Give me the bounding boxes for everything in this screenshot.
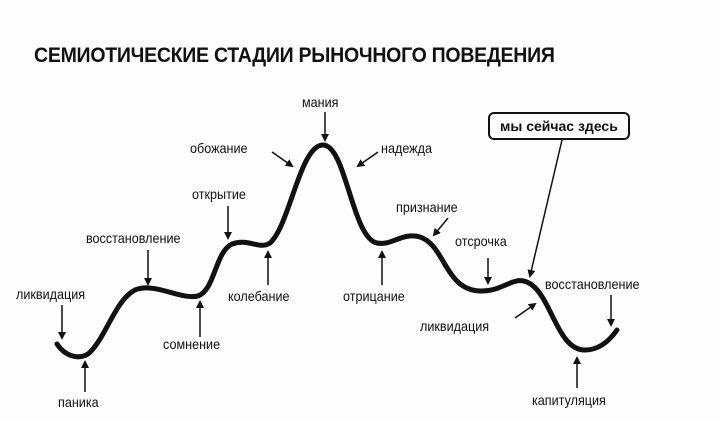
cycle-line — [54, 142, 620, 360]
label-discovery: открытие — [192, 186, 246, 202]
arrow-adoration — [271, 151, 294, 168]
label-denial: отрицание — [343, 288, 405, 304]
label-liquidation: ликвидация — [16, 286, 86, 302]
diagram-title: СЕМИОТИЧЕСКИЕ СТАДИИ РЫНОЧНОГО ПОВЕДЕНИЯ — [34, 44, 555, 67]
label-capitulation: капитуляция — [532, 392, 606, 408]
arrow-liquidation2 — [514, 302, 537, 319]
arrow-marker — [527, 139, 563, 278]
label-hope: надежда — [381, 140, 432, 156]
label-adoration: обожание — [190, 140, 248, 156]
label-panic: паника — [58, 394, 99, 410]
label-hesitation: колебание — [228, 288, 290, 304]
label-recognition: признание — [396, 199, 458, 215]
label-liquidation-2: ликвидация — [420, 318, 490, 334]
arrow-hope — [356, 151, 379, 168]
label-delay: отсрочка — [455, 233, 507, 249]
label-recovery-2: восстановление — [545, 276, 640, 292]
label-mania: мания — [302, 94, 339, 110]
label-doubt: сомнение — [163, 336, 221, 352]
arrow-recognition — [432, 217, 449, 237]
we-are-here-badge: мы сейчас здесь — [488, 112, 630, 140]
label-recovery: восстановление — [86, 230, 181, 246]
